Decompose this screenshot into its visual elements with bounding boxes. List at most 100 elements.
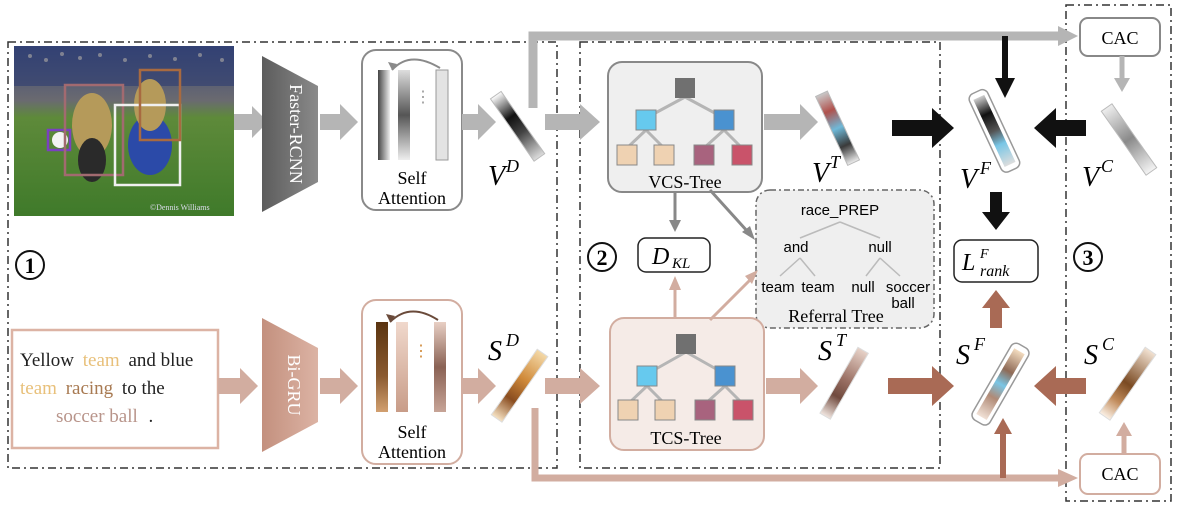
text-self-attention: ⋮ Self Attention — [361, 299, 463, 465]
visual-attn-label-1: Self — [398, 168, 427, 188]
input-image: ©Dennis Williams — [14, 46, 234, 216]
referral-leaf-1: team — [761, 279, 794, 296]
kl-loss-box — [637, 237, 711, 273]
section-1-marker — [15, 250, 45, 280]
token-period: . — [149, 406, 154, 427]
arrow-to-vf-top — [995, 78, 1015, 98]
token-soccer-ball: soccer ball — [56, 406, 138, 427]
st-label: S — [818, 336, 832, 367]
vd-label: V — [488, 161, 508, 192]
section-3-box — [1065, 4, 1172, 502]
text-attn-label-1: Self — [398, 422, 427, 442]
vc-sup: C — [1101, 156, 1114, 176]
arrow-to-cac-top — [1058, 26, 1078, 46]
arrow-vd-to-vcs — [545, 104, 600, 140]
vd-feature-bar — [489, 90, 546, 162]
token-and-blue: and blue — [128, 350, 193, 371]
sentence-line-1: Yellow team and blue — [20, 350, 193, 371]
arrow-image-to-rcnn — [234, 106, 268, 138]
token-team-1: team — [83, 350, 120, 371]
arrowhead-to-sf-bottom — [994, 418, 1012, 434]
sc-feature-bar — [1098, 346, 1157, 421]
arrow-vcs-to-vt — [764, 104, 818, 140]
arrow-sc-to-sf — [1034, 366, 1086, 406]
referral-root: race_PREP — [801, 202, 879, 219]
cac-bottom-box — [1079, 453, 1161, 495]
vf-feature-bar — [968, 88, 1021, 173]
arrow-attn-to-sd — [462, 368, 496, 404]
arrow-vt-to-vf — [892, 108, 954, 148]
sentence-line-2: team racing to the — [20, 378, 165, 399]
vcs-tree: VCS-Tree — [607, 61, 763, 193]
st-sup: T — [836, 330, 848, 350]
section-1-box — [7, 41, 558, 469]
kl-loss-label: D — [651, 244, 669, 270]
referral-mid-left: and — [783, 239, 808, 256]
vt-feature-bar — [814, 90, 861, 167]
vd-sup: D — [505, 156, 519, 176]
arrow-sentence-to-gru — [218, 368, 258, 404]
tcs-tree-label: TCS-Tree — [650, 428, 721, 448]
arrow-vc-to-vf — [1034, 108, 1086, 148]
arrow-rcnn-to-attn — [320, 104, 358, 140]
tcs-tree: TCS-Tree — [609, 317, 765, 451]
faster-rcnn-block: Faster-RCNN — [262, 56, 318, 212]
line-sd-down — [531, 408, 1060, 482]
arrowhead-cac-bottom-up — [1116, 422, 1132, 436]
sf-label: S — [956, 340, 970, 371]
rank-loss-sup: F — [979, 247, 989, 262]
svg-text:⋮: ⋮ — [415, 89, 431, 106]
sd-feature-bar — [490, 348, 549, 423]
bi-gru-block: Bi-GRU — [262, 318, 318, 452]
st-feature-bar — [819, 346, 870, 420]
token-racing: racing — [66, 378, 114, 399]
vt-sup: T — [830, 152, 842, 172]
arrowhead-tcs-to-kl — [669, 276, 681, 290]
referral-leaf-2: team — [801, 279, 834, 296]
referral-leaf-5: ball — [891, 295, 914, 312]
photo-watermark: ©Dennis Williams — [150, 203, 210, 212]
bi-gru-label: Bi-GRU — [284, 354, 304, 415]
line-tcs-to-referral — [708, 276, 754, 322]
vcs-tree-label: VCS-Tree — [648, 172, 721, 192]
arrow-tcs-to-st — [766, 368, 818, 404]
sentence-line-3: soccer ball . — [56, 406, 153, 427]
arrow-to-cac-bottom — [1058, 469, 1078, 487]
sentence-box: Yellow team and blue team racing to the … — [10, 328, 220, 450]
sf-feature-bar — [971, 342, 1030, 426]
line-vd-up — [528, 31, 1060, 108]
arrow-gru-to-attn — [320, 368, 358, 404]
text-attn-label-2: Attention — [378, 442, 446, 462]
rank-loss-box — [953, 239, 1039, 283]
section-1-label: 1 — [25, 253, 36, 278]
arrowhead-vcs-to-referral — [742, 226, 755, 240]
svg-text:⋮: ⋮ — [413, 343, 429, 360]
vc-feature-bar — [1100, 103, 1158, 176]
faster-rcnn-label: Faster-RCNN — [286, 84, 306, 184]
referral-mid-right: null — [868, 239, 891, 256]
kl-loss-sub: KL — [671, 256, 690, 272]
sc-label: S — [1084, 340, 1098, 371]
token-yellow: Yellow — [20, 350, 74, 371]
arrow-st-to-sf — [888, 366, 954, 406]
token-team-2: team — [20, 378, 57, 399]
arrowhead-tcs-to-referral — [745, 270, 758, 284]
line-vcs-to-referral — [708, 188, 750, 234]
arrowhead-vcs-to-kl — [669, 220, 681, 232]
sd-sup: D — [505, 330, 519, 350]
referral-leaf-4: soccer — [886, 279, 930, 296]
arrow-vf-to-rank — [982, 192, 1010, 230]
section-2-marker — [587, 242, 617, 272]
cac-bottom-label: CAC — [1101, 464, 1138, 484]
vf-sup: F — [979, 158, 992, 178]
section-3-marker — [1073, 242, 1103, 272]
vf-label: V — [960, 164, 980, 195]
vc-label: V — [1082, 162, 1102, 193]
referral-tree: race_PREP and null team team null soccer… — [755, 189, 935, 329]
sd-label: S — [488, 336, 502, 367]
visual-attn-label-2: Attention — [378, 188, 446, 208]
sf-sup: F — [973, 334, 986, 354]
token-to-the: to the — [122, 378, 165, 399]
sc-sup: C — [1102, 334, 1115, 354]
